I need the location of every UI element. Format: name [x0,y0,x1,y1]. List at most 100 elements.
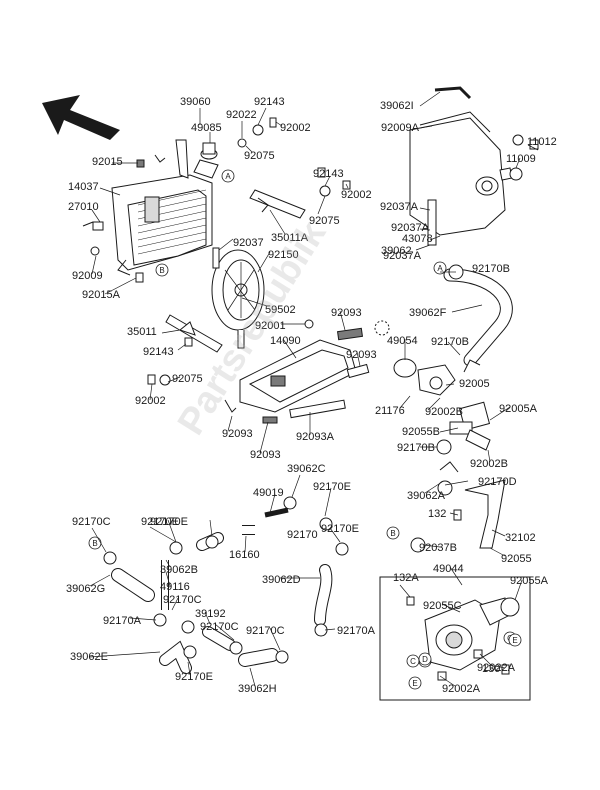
leader-line [167,519,177,543]
part-number-label: 92170B [431,336,469,348]
leader-line [241,297,268,307]
part-number-label: 92093 [250,449,281,461]
leader-line [419,207,431,211]
part-number-label: 92170 [287,529,318,541]
leader-line [91,209,101,223]
cooling-fan [211,247,265,349]
part-number-label: 92037A [391,222,430,234]
part-number-label: 92170E [141,516,179,528]
part-number-label: 92055 [501,553,532,565]
reference-callouts: ABABBCDECDE [88,169,522,690]
leader-line [317,195,326,215]
part-number-label: 92093 [222,428,253,440]
leader-line [429,235,441,241]
reference-letter: E [512,636,517,645]
part-number-label: 39062E [70,651,108,663]
part-number-label: 14090 [270,335,301,347]
leader-line [527,144,539,151]
part-number-label: 92055B [402,426,440,438]
part-number-label: 92002 [280,122,311,134]
part-number-label: 35011A [271,232,309,244]
part-number-label: 92037A [380,201,419,213]
leader-line [427,397,441,411]
part-number-label: 92170E [321,523,359,535]
part-number-label: 27010 [68,201,99,213]
leader-line [449,566,463,586]
leader-line [209,519,213,537]
reference-letter: E [412,679,417,688]
leader-line [424,481,443,494]
leader-line [275,121,283,127]
part-number-label: 92075 [172,373,203,385]
part-number-label: 92170E [175,671,213,683]
leader-line [444,480,469,486]
leader-line [515,157,521,169]
reference-letter: A [225,172,231,181]
reference-letter: B [159,266,164,275]
part-number-label: 92015 [92,156,123,168]
part-number-label: 92170B [472,263,510,275]
leader-line [177,343,187,351]
leader-line [89,651,161,658]
leader-line [445,383,455,386]
part-number-label: 92037B [419,542,457,554]
leader-line [419,91,441,107]
leader-line [423,544,441,548]
leader-lines [89,91,539,687]
thermostat-housing [393,358,491,455]
reference-letter: D [422,655,428,664]
leader-line [489,547,506,557]
lower-hoses [111,507,333,674]
leader-line [149,526,177,543]
part-number-label: 92002 [135,395,166,407]
leader-line [167,376,181,383]
leader-line [269,209,286,235]
leader-line [257,251,271,273]
reference-circle [386,526,400,540]
leader-line [149,383,153,401]
part-number-label: 39062H [238,683,277,695]
reservoir-tank [409,86,539,246]
part-number-label: 16160 [229,549,260,561]
water-pump [406,596,520,681]
part-number-label: 39062 [381,245,412,257]
leader-line [324,487,332,517]
leader-line [494,665,506,669]
part-number-label: 132A [393,572,419,584]
part-number-label: 21176 [375,405,405,417]
reference-circle [221,169,235,183]
leader-line [259,421,269,454]
bracket-35011a [249,189,306,219]
leader-line [218,238,234,251]
part-number-label: 49019 [253,487,284,499]
leader-line [419,125,433,129]
part-number-label: 92002A [442,683,481,695]
part-number-label: 92143 [143,346,174,358]
reference-circle [433,261,447,275]
part-number-label: 92009A [381,122,420,134]
part-number-label: 132 [428,508,446,520]
leader-line [161,329,181,334]
radiator [111,139,213,276]
leader-line [269,627,281,651]
leader-line [269,493,276,514]
leader-line [441,603,461,613]
part-number-label: 92002 [341,189,372,201]
leader-line [329,527,341,543]
leader-line [415,244,431,251]
part-number-label: 32102 [505,532,536,544]
part-number-label: 39062B [160,564,198,576]
cover-14090 [224,320,390,424]
part-number-label: 92015A [82,289,121,301]
leader-line [439,427,459,433]
leader-line [89,574,111,587]
reference-letter: B [92,539,97,548]
direction-arrow-icon [42,95,120,140]
radiator-cap [193,142,219,179]
part-number-label: 92093 [346,349,377,361]
part-number-label: 92055A [510,575,549,587]
part-number-label: 39062F [409,307,447,319]
part-number-labels: 3906049085920229214392002920759201514037… [66,96,557,695]
part-number-label: 39062D [262,574,301,586]
